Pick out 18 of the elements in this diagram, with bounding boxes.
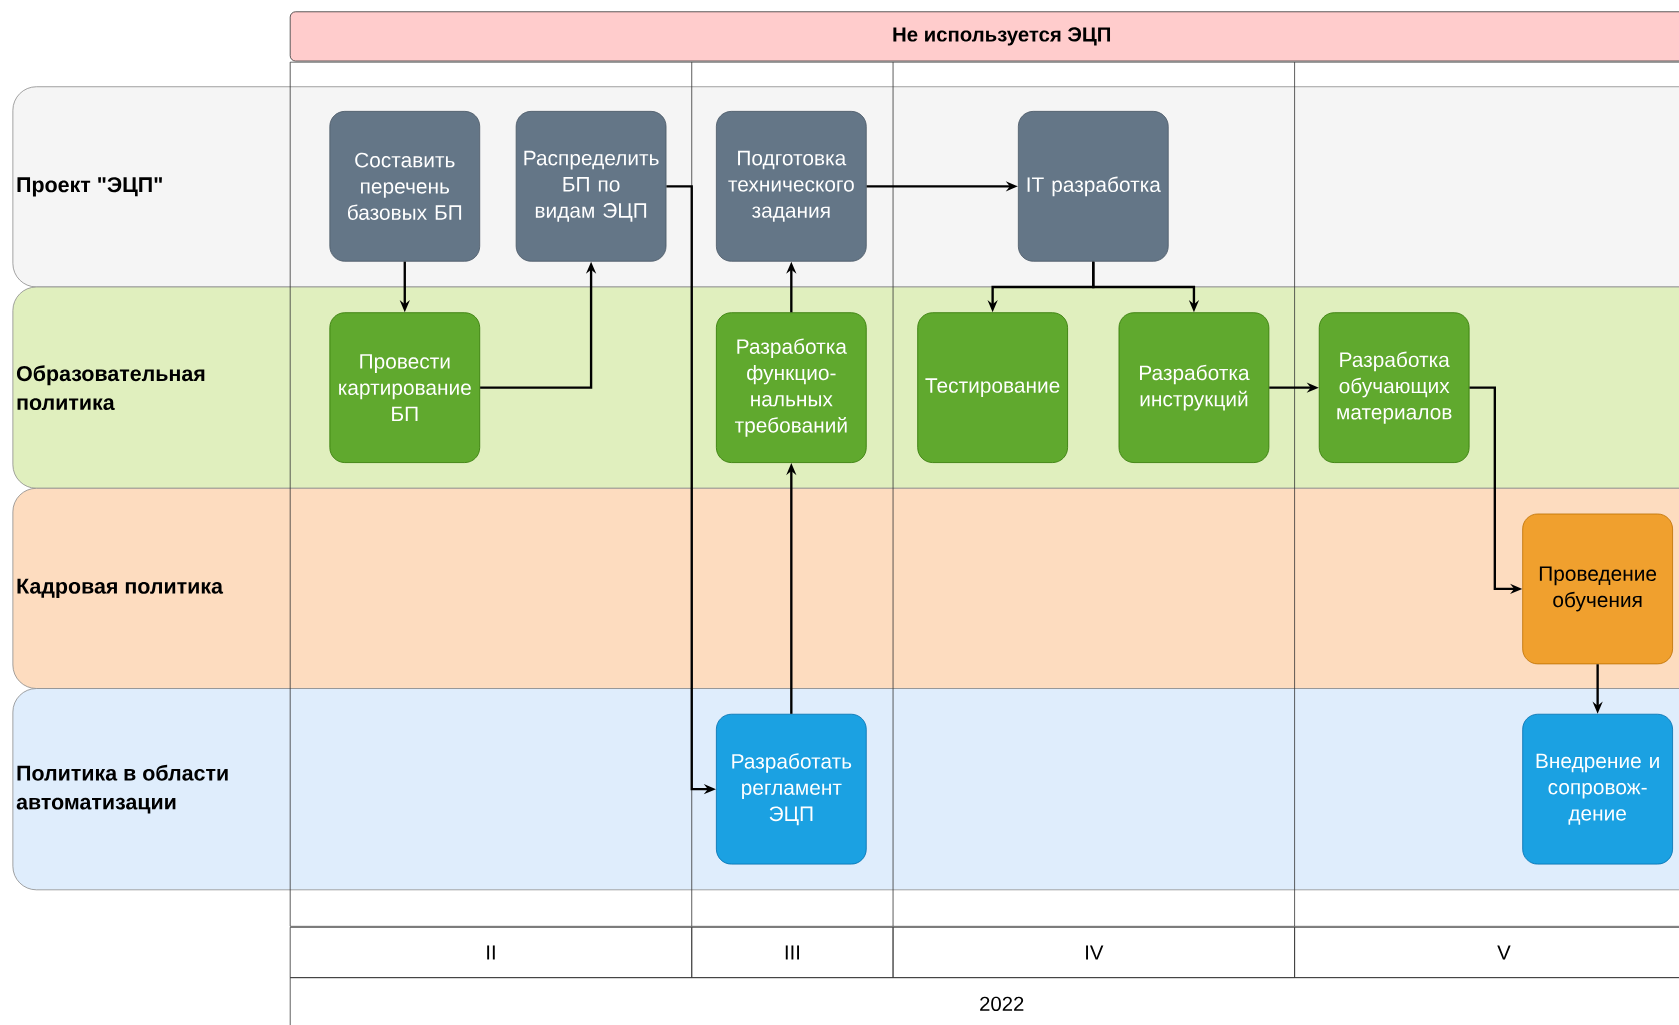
table-cell: III [691, 926, 894, 979]
task-box: Разработать регламент ЭЦП [715, 713, 867, 865]
task-box: Проведение обучения [1522, 513, 1673, 665]
task-box: Составить перечень базовых БП [329, 110, 481, 262]
task-box: Тестирование [917, 312, 1068, 463]
header-band: Не используется ЭЦП [289, 11, 1679, 62]
task-box: Разработка обучающих материалов [1318, 312, 1470, 463]
table-cell: IV [892, 926, 1295, 979]
task-box: IT разработка [1017, 110, 1169, 262]
task-box: Подготовка технического задания [715, 110, 867, 262]
table-cell: 2022 [289, 977, 1679, 1025]
table-cell: V [1294, 926, 1679, 979]
task-box: Провести картирование БП [329, 312, 481, 463]
task-box: Внедрение и сопровож- дение [1522, 713, 1673, 865]
task-box: Распределить БП по видам ЭЦП [515, 110, 667, 262]
task-box: Разработка инструкций [1118, 312, 1270, 463]
table-cell: II [289, 926, 693, 979]
task-box: Разработка функцио- нальных требований [715, 312, 867, 463]
